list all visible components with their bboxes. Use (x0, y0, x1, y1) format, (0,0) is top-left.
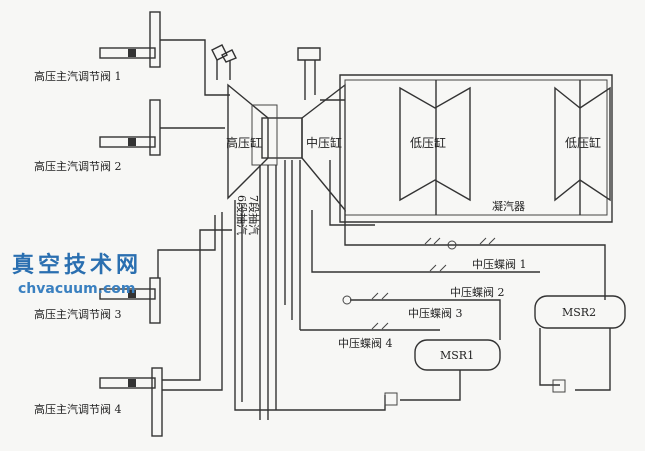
ip-valve-1-label: 中压蝶阀 1 (472, 257, 527, 271)
hp-valve-3-label: 高压主汽调节阀 3 (34, 307, 122, 321)
hp-valve-3-icon (99, 277, 161, 324)
ip-valve-2-label: 中压蝶阀 2 (450, 285, 505, 299)
extraction-6-label: 6段抽汽 (235, 195, 249, 235)
lp-cylinder-1-label: 低压缸 (410, 135, 446, 150)
lp-cylinder-1 (399, 86, 471, 202)
msr1-vessel (414, 339, 501, 371)
hp-valve-4-icon (99, 367, 163, 437)
msr1-label: MSR1 (440, 349, 474, 362)
hp-valve-1-icon (99, 11, 161, 68)
ip-valve-3-label: 中压蝶阀 3 (408, 306, 463, 320)
hp-valve-2-icon (99, 99, 161, 156)
hp-valve-1-label: 高压主汽调节阀 1 (34, 69, 122, 83)
condenser-label: 凝汽器 (492, 199, 525, 213)
msr2-label: MSR2 (562, 306, 596, 319)
lp-cylinder-2 (554, 86, 611, 202)
ip-valve-4-label: 中压蝶阀 4 (338, 336, 393, 350)
hp-cylinder-label: 高压缸 (226, 135, 262, 150)
extraction-7-label: 7段抽汽 (247, 195, 261, 235)
hp-valve-4-label: 高压主汽调节阀 4 (34, 402, 122, 416)
lp-cylinder-2-label: 低压缸 (565, 135, 601, 150)
msr2-vessel (534, 295, 626, 329)
hp-valve-2-label: 高压主汽调节阀 2 (34, 159, 122, 173)
watermark-url: chvacuum.com (18, 281, 135, 297)
watermark-cn: 真空技术网 (12, 252, 142, 278)
ip-cylinder-label: 中压缸 (306, 135, 342, 150)
